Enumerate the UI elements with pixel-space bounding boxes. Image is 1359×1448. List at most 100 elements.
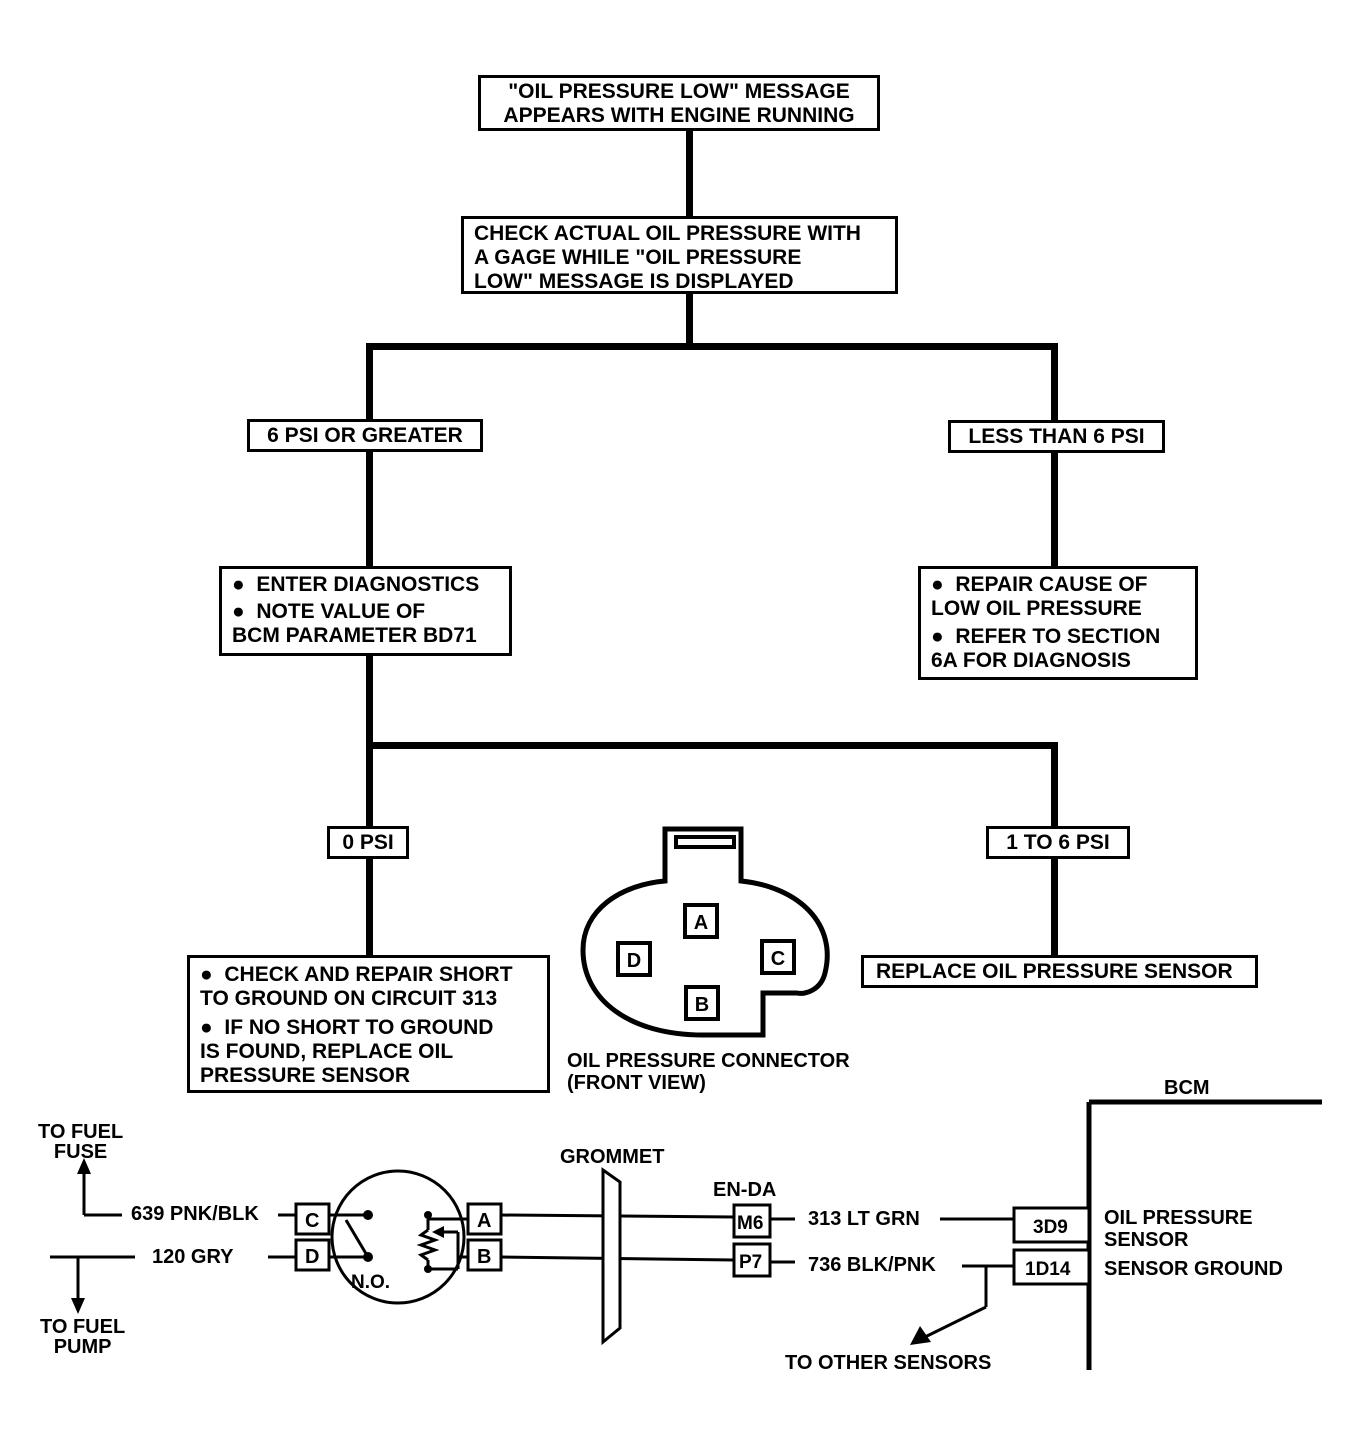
- arrow-down-icon: [71, 1298, 85, 1314]
- start-line-2: APPEARS WITH ENGINE RUNNING: [503, 104, 855, 127]
- pin-a-label: A: [694, 912, 708, 934]
- pin-d-box: [616, 941, 652, 977]
- grommet-shape: [601, 1167, 622, 1346]
- terminal-p7-label: P7: [739, 1252, 763, 1273]
- terminal-3d9-box: [1012, 1206, 1091, 1244]
- start-line-1: "OIL PRESSURE LOW" MESSAGE: [508, 80, 850, 103]
- flow-line: [1051, 451, 1058, 568]
- terminal-m6-label: M6: [737, 1213, 764, 1234]
- oil-pressure-connector: A D C B: [580, 826, 830, 1038]
- terminal-a-label: A: [477, 1210, 492, 1232]
- short-line-1: CHECK AND REPAIR SHORT: [200, 963, 537, 987]
- connector-body: [580, 826, 830, 1038]
- pin-b-label: B: [695, 994, 709, 1016]
- repair-line-2: LOW OIL PRESSURE: [931, 597, 1142, 620]
- wire-313-label: 313 LT GRN: [808, 1208, 920, 1230]
- terminal-c-box: [294, 1202, 331, 1236]
- branch-0psi-label: 0 PSI: [342, 831, 394, 854]
- flow-line: [366, 450, 373, 568]
- terminal-p7-box: [732, 1242, 772, 1278]
- terminal-b-box: [466, 1238, 503, 1272]
- flow-line: [686, 292, 693, 345]
- oil-pressure-sensor-line-1: OIL PRESSURE: [1104, 1207, 1253, 1229]
- terminal-c-label: C: [305, 1210, 320, 1232]
- grommet-label: GROMMET: [560, 1146, 665, 1168]
- repair-line-3: REFER TO SECTION: [931, 625, 1185, 649]
- flow-line: [1051, 857, 1058, 957]
- flow-line: [1051, 343, 1058, 423]
- sensor-ground-label: SENSOR GROUND: [1104, 1258, 1283, 1280]
- to-fuel-pump-line-2: PUMP: [53, 1336, 112, 1358]
- diag-line-1: ENTER DIAGNOSTICS: [232, 573, 499, 597]
- pin-b-box: [684, 985, 720, 1021]
- short-line-2: TO GROUND ON CIRCUIT 313: [200, 987, 498, 1010]
- terminal-1d14-label: 1D14: [1025, 1259, 1071, 1280]
- branch-less-than-6psi: LESS THAN 6 PSI: [948, 420, 1165, 453]
- repair-cause-box: REPAIR CAUSE OF LOW OIL PRESSURE REFER T…: [918, 566, 1198, 680]
- terminal-m6-box: [732, 1203, 772, 1239]
- flow-line: [366, 343, 373, 421]
- to-fuel-fuse-line-2: FUSE: [53, 1141, 108, 1163]
- check-line-2: A GAGE WHILE "OIL PRESSURE: [474, 246, 802, 269]
- to-fuel-fuse-label: TO FUEL FUSE: [38, 1122, 123, 1162]
- flow-line: [686, 128, 693, 218]
- check-line-1: CHECK ACTUAL OIL PRESSURE WITH: [474, 222, 861, 245]
- terminal-b-label: B: [477, 1246, 492, 1268]
- replace-sensor-label: REPLACE OIL PRESSURE SENSOR: [876, 960, 1233, 983]
- flow-line: [366, 654, 373, 828]
- to-other-sensors-label: TO OTHER SENSORS: [785, 1352, 992, 1374]
- flow-line: [366, 857, 373, 957]
- arrow-up-icon: [77, 1158, 91, 1174]
- wire-639-label: 639 PNK/BLK: [131, 1203, 259, 1225]
- wire-736-label: 736 BLK/PNK: [808, 1254, 936, 1276]
- branch-less-than-6psi-label: LESS THAN 6 PSI: [968, 425, 1145, 448]
- short-line-4: IS FOUND, REPLACE OIL: [200, 1040, 454, 1063]
- pin-a-box: [683, 903, 719, 939]
- diag-line-3: BCM PARAMETER BD71: [232, 624, 477, 647]
- oil-pressure-switch-body: [330, 1169, 466, 1305]
- flow-line: [366, 343, 1058, 350]
- connector-caption-line-2: (FRONT VIEW): [567, 1072, 706, 1094]
- connector-latch: [674, 835, 736, 849]
- branch-0psi: 0 PSI: [327, 826, 409, 859]
- diag-line-2: NOTE VALUE OF: [232, 600, 499, 624]
- pin-c-label: C: [771, 948, 785, 970]
- check-short-box: CHECK AND REPAIR SHORT TO GROUND ON CIRC…: [187, 955, 550, 1093]
- check-pressure-box: CHECK ACTUAL OIL PRESSURE WITH A GAGE WH…: [461, 216, 898, 294]
- wire-120-label: 120 GRY: [152, 1246, 234, 1268]
- terminal-d-box: [294, 1238, 331, 1272]
- terminal-3d9-label: 3D9: [1033, 1217, 1068, 1238]
- terminal-d-label: D: [305, 1246, 320, 1268]
- to-fuel-pump-label: TO FUEL PUMP: [40, 1317, 125, 1357]
- flow-line: [1051, 742, 1058, 828]
- connector-caption: OIL PRESSURE CONNECTOR (FRONT VIEW): [567, 1050, 850, 1094]
- pin-c-box: [760, 939, 796, 975]
- oil-pressure-sensor-line-2: SENSOR: [1104, 1229, 1189, 1251]
- enter-diagnostics-box: ENTER DIAGNOSTICS NOTE VALUE OF BCM PARA…: [219, 566, 512, 656]
- flow-line: [366, 742, 1058, 749]
- branch-6psi-greater: 6 PSI OR GREATER: [247, 419, 483, 452]
- switch-no-label: N.O.: [351, 1272, 391, 1293]
- oil-pressure-sensor-label: OIL PRESSURE SENSOR: [1104, 1207, 1253, 1251]
- start-box: "OIL PRESSURE LOW" MESSAGE APPEARS WITH …: [478, 75, 880, 131]
- switch-blade: [344, 1219, 370, 1258]
- branch-1-to-6psi-label: 1 TO 6 PSI: [1006, 831, 1110, 854]
- repair-line-4: 6A FOR DIAGNOSIS: [931, 649, 1131, 672]
- resistor-icon: [416, 1228, 440, 1262]
- to-fuel-pump-line-1: TO FUEL: [40, 1316, 126, 1338]
- replace-sensor-box: REPLACE OIL PRESSURE SENSOR: [861, 955, 1258, 988]
- short-line-5: PRESSURE SENSOR: [200, 1064, 411, 1087]
- wiring-schematic: [50, 1099, 1322, 1370]
- arrow-to-other-sensors-icon: [910, 1326, 931, 1345]
- pin-d-label: D: [627, 950, 641, 972]
- to-fuel-fuse-line-1: TO FUEL: [38, 1121, 124, 1143]
- repair-line-1: REPAIR CAUSE OF: [931, 573, 1185, 597]
- en-da-label: EN-DA: [713, 1179, 777, 1201]
- bcm-label: BCM: [1164, 1077, 1210, 1099]
- branch-6psi-greater-label: 6 PSI OR GREATER: [267, 424, 463, 447]
- connector-caption-line-1: OIL PRESSURE CONNECTOR: [567, 1050, 850, 1072]
- check-line-3: LOW" MESSAGE IS DISPLAYED: [474, 270, 794, 293]
- short-line-3: IF NO SHORT TO GROUND: [200, 1016, 537, 1040]
- branch-1-to-6psi: 1 TO 6 PSI: [986, 826, 1130, 859]
- terminal-1d14-box: [1012, 1248, 1091, 1286]
